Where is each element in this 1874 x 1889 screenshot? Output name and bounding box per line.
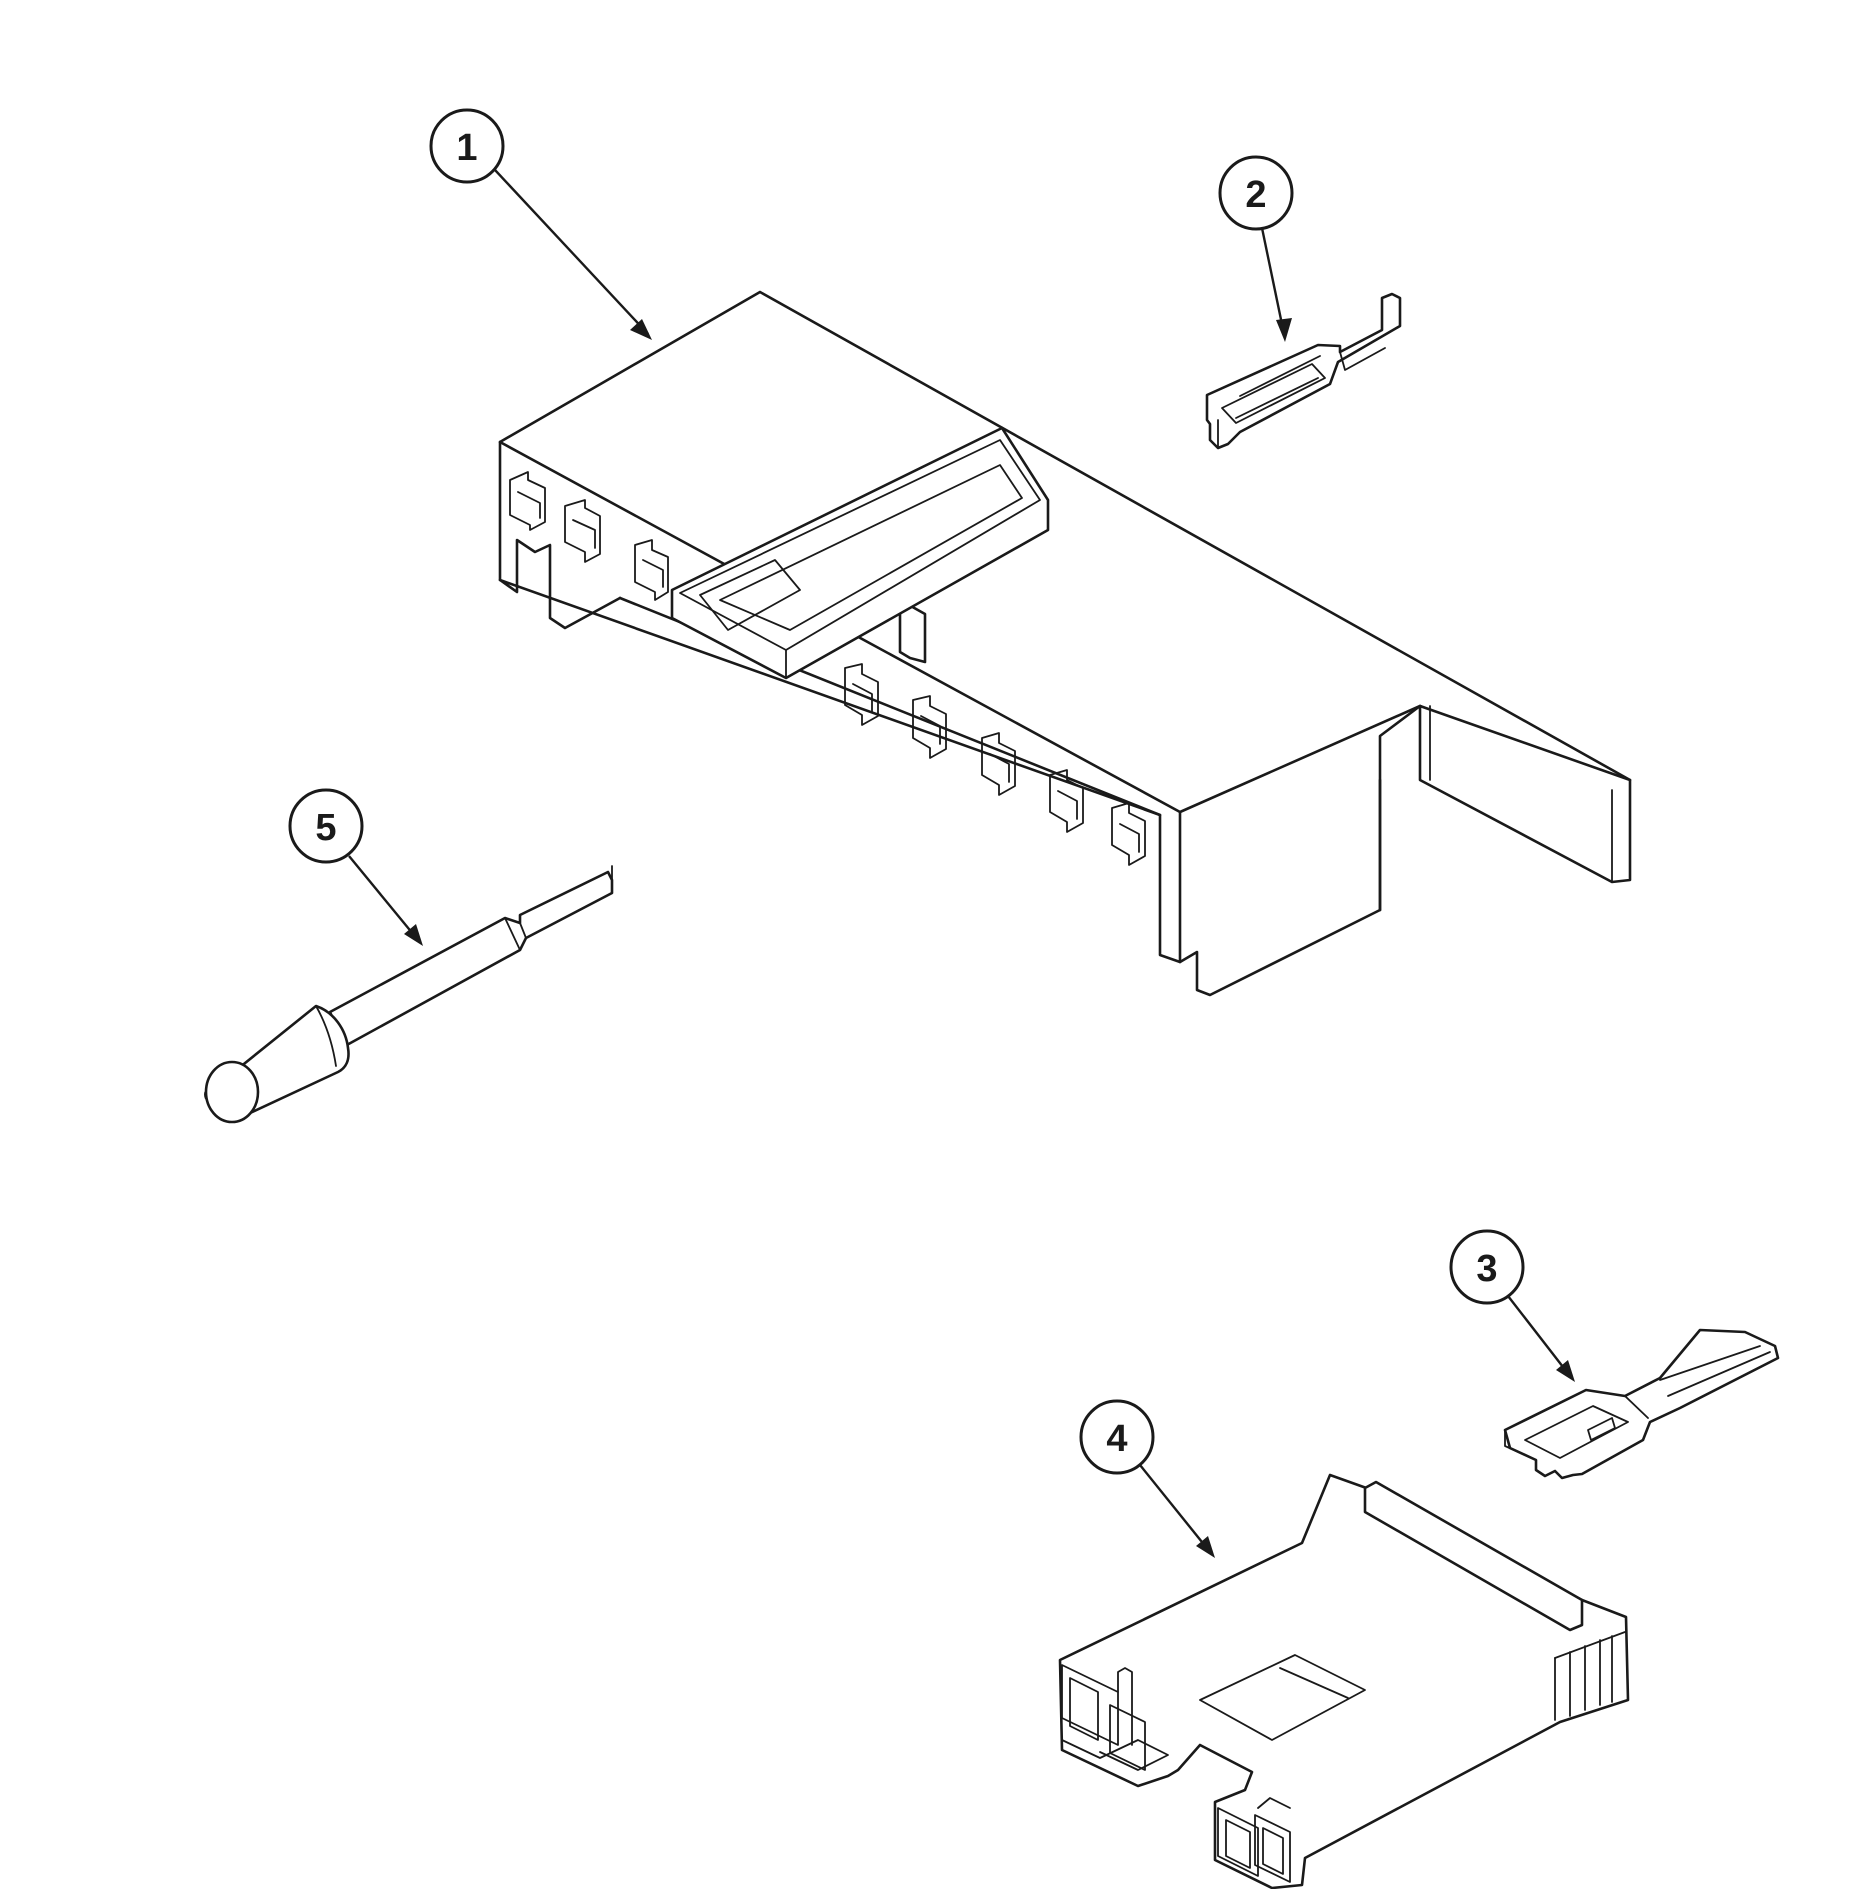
callout-2-label: 2 <box>1245 174 1266 216</box>
callout-1-label: 1 <box>456 127 477 169</box>
callout-3: 3 <box>1449 1229 1575 1382</box>
callout-5-label: 5 <box>315 807 336 849</box>
callout-4: 4 <box>1079 1399 1215 1558</box>
extraction-tool-icon <box>203 865 614 1124</box>
callout-5: 5 <box>288 788 423 946</box>
housing-cavities-rear <box>509 471 669 601</box>
callout-3-label: 3 <box>1476 1248 1497 1290</box>
callout-4-label: 4 <box>1106 1418 1127 1460</box>
connector-plug-icon <box>1058 1473 1630 1889</box>
connector-block-housing-icon <box>498 290 1632 997</box>
callout-1: 1 <box>429 108 652 340</box>
terminal-clip-large-icon <box>1503 1328 1780 1480</box>
housing-cavities-front <box>844 663 1146 866</box>
terminal-clip-small-icon <box>1205 292 1402 450</box>
callout-2: 2 <box>1218 155 1294 342</box>
